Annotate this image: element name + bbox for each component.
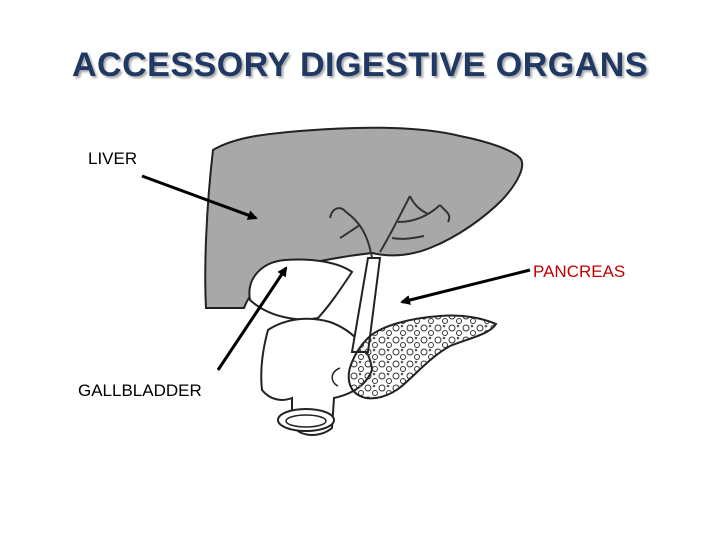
arrow-pancreas — [400, 268, 531, 305]
arrow-liver — [141, 174, 258, 220]
pancreas — [347, 314, 498, 400]
liver-label: LIVER — [88, 149, 138, 168]
gallbladder-label: GALLBLADDER — [78, 381, 202, 400]
gallbladder — [248, 258, 354, 321]
duodenum — [260, 317, 374, 436]
hepatic-duct-branches — [329, 195, 451, 259]
pancreas-label: PANCREAS — [533, 262, 626, 281]
arrow-gallbladder — [216, 266, 288, 371]
slide-title: ACCESSORY DIGESTIVE ORGANS — [72, 46, 648, 84]
